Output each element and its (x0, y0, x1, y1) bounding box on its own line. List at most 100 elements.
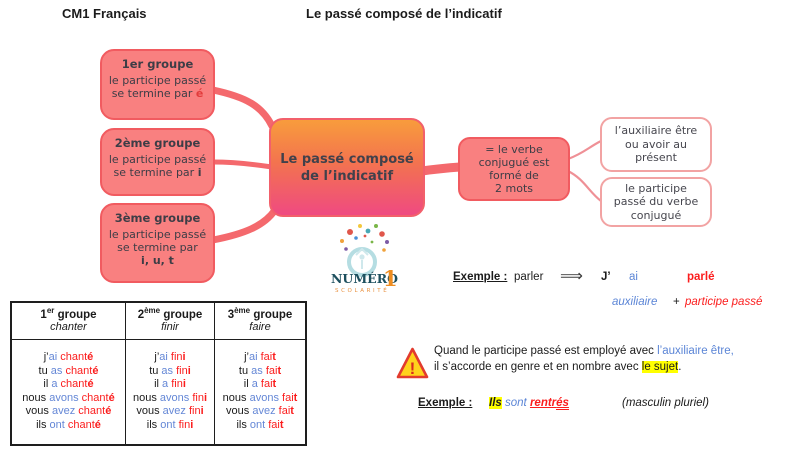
column-header: 2ème groupe finir (126, 303, 214, 340)
text-segment: fai (268, 418, 280, 431)
text-segment: ont (49, 418, 65, 431)
conjugation-line: vous avez chanté (12, 405, 125, 419)
text-segment: é (195, 87, 204, 100)
group-body: le participe passé se termine par i, u, … (102, 228, 213, 267)
text-segment: il (243, 378, 252, 390)
text-segment: chant (78, 405, 106, 417)
column-verb: chanter (50, 320, 87, 333)
conjugation-line: j’ai fini (126, 351, 214, 365)
text-segment: é (94, 418, 101, 431)
text-segment: . (678, 360, 682, 373)
text-segment: vous (136, 405, 163, 417)
text-segment: és (556, 397, 569, 410)
text-segment: ai (48, 351, 58, 363)
text-segment: ème (144, 306, 161, 315)
text-segment: ème (234, 306, 251, 315)
text-segment: t (279, 418, 284, 431)
text-segment: é (87, 378, 94, 390)
column-header: 1er groupe chanter (12, 303, 125, 340)
text-segment: 1 (40, 308, 47, 321)
conjugation-line: tu as chanté (12, 365, 125, 379)
logo-tagline: SCOLARITÉ (335, 286, 389, 294)
group-box-1er: 1er groupe le participe passé se termine… (100, 49, 215, 120)
column-group-label: 3ème groupe (215, 306, 305, 321)
text-segment: fai (260, 378, 273, 390)
component-label: l’auxiliaire être ou avoir au présent (614, 124, 698, 165)
group-box-3eme: 3ème groupe le participe passé se termin… (100, 203, 215, 283)
text-segment: avez (51, 405, 76, 417)
text-segment: a (251, 378, 258, 390)
group-title: 1er groupe (121, 57, 194, 71)
text-segment: ils (236, 418, 250, 431)
text-segment: ont (160, 418, 176, 431)
conjugation-line: tu as fini (126, 365, 214, 379)
text-segment: t (290, 405, 294, 417)
text-segment: t (272, 378, 277, 390)
text-segment: chant (81, 391, 109, 404)
text-segment: i, u, t (141, 254, 174, 267)
text-segment: rentr (529, 397, 557, 409)
text-segment: ont (249, 418, 266, 431)
text-segment: a (162, 378, 169, 390)
column-verb: faire (249, 320, 271, 333)
text-segment: le participe passé se termine par (108, 74, 207, 100)
text-segment: ai (159, 351, 168, 363)
group-title: 3ème groupe (114, 211, 201, 225)
text-segment: nous (22, 391, 50, 404)
text-segment: avons (49, 391, 79, 404)
text-segment: nous (222, 391, 250, 404)
example-subject: J’ (601, 271, 611, 283)
text-segment: é (108, 391, 115, 404)
connector-group2 (210, 159, 275, 170)
example-label: Exemple : (453, 271, 508, 283)
text-segment: il (154, 378, 163, 390)
connector-definition (417, 162, 465, 176)
group-box-2eme: 2ème groupe le participe passé se termin… (100, 128, 215, 196)
text-segment: fin (176, 364, 188, 377)
text-segment: as (161, 364, 174, 377)
group-body: le participe passé se termine par i (102, 153, 213, 179)
text-segment: le sujet (641, 360, 679, 373)
text-segment: vous (226, 405, 253, 417)
text-segment: j’ (154, 351, 160, 363)
conjugation-line: j’ai fait (215, 351, 305, 365)
component-box-auxiliary: l’auxiliaire être ou avoir au présent (600, 117, 712, 172)
text-segment: t (277, 364, 282, 377)
text-segment: fai (260, 351, 273, 363)
text-segment: a (51, 378, 58, 390)
text-segment: i (200, 405, 204, 417)
double-arrow-icon: ⟹ (560, 268, 583, 285)
note-example-suffix: (masculin pluriel) (622, 397, 709, 409)
conjugation-line: il a fait (215, 378, 305, 392)
definition-box: = le verbe conjugué est formé de 2 mots (458, 137, 570, 201)
text-segment: tu (38, 364, 51, 377)
text-segment: chant (65, 364, 93, 377)
conjugation-line: j’ai chanté (12, 351, 125, 365)
text-segment: tu (149, 364, 162, 377)
logo-one: 1 (383, 266, 398, 291)
svg-text:!: ! (410, 359, 416, 378)
conjugation-line: ils ont fait (215, 419, 305, 433)
text-segment: ai (248, 351, 258, 363)
example-auxiliary: ai (629, 271, 638, 283)
text-segment: avons (159, 391, 190, 404)
text-segment: i (187, 364, 191, 377)
conjugation-line: il a chanté (12, 378, 125, 392)
text-segment: le participe passé se termine par (108, 153, 207, 179)
component-box-participle: le participe passé du verbe conjugué (600, 177, 712, 227)
text-segment: Ils (489, 397, 502, 409)
text-segment: t (272, 351, 276, 363)
group-title: 2ème groupe (114, 136, 201, 150)
note-example-phrase: Ils sont rentrés (489, 397, 569, 410)
text-segment: 3 (227, 308, 235, 321)
caption-auxiliary: auxiliaire (612, 296, 658, 308)
text-segment: groupe (54, 308, 97, 321)
text-segment: Quand le participe passé est employé ave… (434, 345, 658, 357)
text-segment: i (203, 391, 208, 404)
text-segment: i (182, 378, 186, 390)
